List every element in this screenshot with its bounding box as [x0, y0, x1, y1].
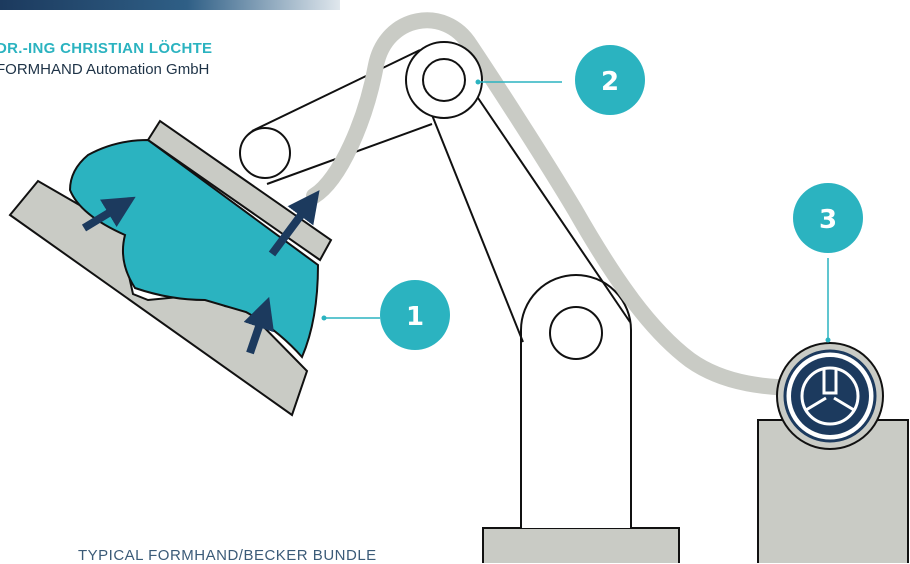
callout-2-number: 2 [601, 67, 619, 97]
callout-3-badge: 3 [793, 183, 863, 253]
callout-3-number: 3 [819, 205, 837, 235]
robot-base [482, 274, 680, 563]
suction-force-arrows [81, 190, 320, 355]
callout-1-number: 1 [406, 302, 424, 332]
callout-1-badge: 1 [380, 280, 450, 350]
shoulder-joint [405, 41, 483, 119]
vacuum-unit [757, 342, 909, 563]
gripper-mount-plate [146, 119, 333, 262]
callout-2-badge: 2 [575, 45, 645, 115]
author-name: DR.-ING CHRISTIAN LÖCHTE [0, 40, 213, 57]
force-arrow [268, 190, 320, 257]
robot-upper-arm [427, 94, 631, 343]
header-accent-bar [0, 0, 340, 10]
company-name: FORMHAND Automation GmbH [0, 61, 210, 78]
callout-leaders [321, 79, 831, 343]
figure-caption: TYPICAL FORMHAND/BECKER BUNDLE [78, 547, 377, 564]
vacuum-logo-icon [800, 366, 860, 426]
supply-hose [306, 12, 813, 396]
force-arrow [81, 196, 136, 232]
force-arrow [243, 296, 274, 355]
